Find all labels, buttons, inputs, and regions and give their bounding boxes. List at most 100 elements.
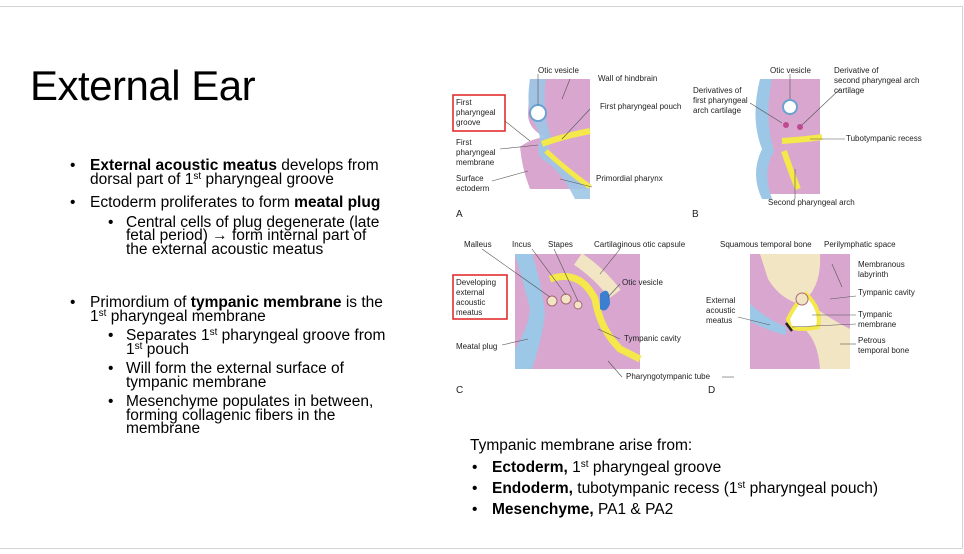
item-bold: Ectoderm, bbox=[492, 459, 568, 476]
panel-label-c: C bbox=[456, 385, 463, 396]
label-developing-2: external bbox=[456, 288, 485, 297]
label-external-meatus-1: External bbox=[706, 296, 736, 305]
label-surface-ectoderm-1: Surface bbox=[456, 174, 484, 183]
meatus-blue bbox=[750, 304, 786, 335]
panel-label-d: D bbox=[708, 385, 715, 396]
label-otic-vesicle-b: Otic vesicle bbox=[770, 66, 811, 75]
slide: External Ear External acoustic meatus de… bbox=[0, 6, 963, 549]
label-cartilaginous-capsule: Cartilaginous otic capsule bbox=[594, 240, 686, 249]
panel-c: Malleus Incus Stapes Cartilaginous otic … bbox=[452, 240, 734, 396]
sub-bullet-text: pouch bbox=[142, 340, 189, 358]
superscript: st bbox=[98, 307, 107, 319]
label-first-membrane-1: First bbox=[456, 138, 472, 147]
bullet-text: is the 1 bbox=[90, 294, 383, 325]
label-developing-4: meatus bbox=[456, 308, 482, 317]
embryology-figure: Otic vesicle Wall of hindbrain First pha… bbox=[450, 59, 935, 404]
bullet-text: Primordium of bbox=[90, 294, 191, 311]
label-deriv-second-3: cartilage bbox=[834, 86, 865, 95]
label-first-groove-1: First bbox=[456, 98, 472, 107]
arch-cartilage-dot bbox=[783, 122, 789, 128]
bullet-text: Ectoderm proliferates to form bbox=[90, 194, 295, 211]
leader-line bbox=[737, 316, 771, 326]
sub-bullet: Mesenchyme populates in between, forming… bbox=[108, 393, 390, 437]
sub-bullet-text: Central cells of plug degenerate (late f… bbox=[126, 213, 380, 258]
panel-label-a: A bbox=[456, 209, 463, 220]
label-first-pouch: First pharyngeal pouch bbox=[600, 102, 681, 111]
tympanic-membrane-shape bbox=[785, 322, 793, 332]
label-petrous-1: Petrous bbox=[858, 336, 886, 345]
tympanic-item-mesenchyme: Mesenchyme, PA1 & PA2 bbox=[470, 499, 940, 520]
label-petrous-2: temporal bone bbox=[858, 346, 910, 355]
item-text: pharyngeal pouch) bbox=[745, 480, 878, 497]
label-surface-ectoderm-2: ectoderm bbox=[456, 184, 490, 193]
item-bold: Mesenchyme, bbox=[492, 501, 594, 518]
bullet-text: pharyngeal groove bbox=[201, 170, 334, 188]
label-membranous-labyrinth-2: labyrinth bbox=[858, 270, 888, 279]
otic-capsule bbox=[573, 253, 621, 299]
label-external-meatus-3: meatus bbox=[706, 316, 732, 325]
label-second-arch: Second pharyngeal arch bbox=[768, 198, 855, 207]
label-first-groove-2: pharyngeal bbox=[456, 108, 496, 117]
tympanic-item-endoderm: Endoderm, tubotympanic recess (1st phary… bbox=[470, 478, 940, 499]
endoderm-yellow bbox=[781, 150, 801, 191]
leader-line bbox=[749, 102, 783, 124]
tympanic-cavity-shape bbox=[785, 291, 821, 331]
label-first-membrane-3: membrane bbox=[456, 158, 495, 167]
leader-line bbox=[831, 263, 843, 288]
leader-line bbox=[791, 323, 857, 328]
sub-bullet-text: pharyngeal groove from 1 bbox=[126, 327, 386, 358]
bullet-list: External acoustic meatus develops from d… bbox=[70, 158, 390, 446]
leader-line bbox=[491, 170, 529, 182]
label-pharyngotympanic-tube: Pharyngotympanic tube bbox=[626, 372, 711, 381]
tympanic-origin-box: Tympanic membrane arise from: Ectoderm, … bbox=[470, 437, 940, 520]
label-first-groove-3: groove bbox=[456, 118, 481, 127]
leader-line bbox=[561, 108, 591, 140]
label-malleus: Malleus bbox=[464, 240, 492, 249]
bullet-text: pharyngeal membrane bbox=[106, 307, 266, 325]
tympanic-heading: Tympanic membrane arise from: bbox=[470, 437, 693, 454]
label-developing-3: acoustic bbox=[456, 298, 485, 307]
sub-bullet-text: Mesenchyme populates in between, forming… bbox=[126, 393, 374, 437]
label-primordial-pharynx: Primordial pharynx bbox=[596, 174, 663, 183]
endoderm-yellow bbox=[548, 273, 642, 363]
label-deriv-first-3: arch cartilage bbox=[693, 106, 742, 115]
highlight-box bbox=[452, 94, 506, 132]
superscript: st bbox=[580, 459, 589, 470]
stapes-shape bbox=[573, 300, 583, 310]
tympanic-item-ectoderm: Ectoderm, 1st pharyngeal groove bbox=[470, 457, 940, 478]
otic-vesicle-shape bbox=[782, 99, 798, 115]
label-deriv-second-1: Derivative of bbox=[834, 66, 879, 75]
sub-bullet: Central cells of plug degenerate (late f… bbox=[108, 213, 390, 258]
leader-line bbox=[599, 248, 621, 275]
panel-label-b: B bbox=[692, 209, 699, 220]
endoderm-yellow bbox=[781, 134, 823, 144]
label-deriv-first-2: first pharyngeal bbox=[693, 96, 748, 105]
label-wall-hindbrain: Wall of hindbrain bbox=[598, 74, 657, 83]
item-text: PA1 & PA2 bbox=[593, 501, 674, 518]
panel-b: Otic vesicle Derivative of second pharyn… bbox=[692, 66, 922, 220]
superscript: st bbox=[193, 170, 202, 182]
superscript: st bbox=[737, 480, 746, 491]
highlight-box bbox=[452, 274, 508, 320]
label-meatal-plug: Meatal plug bbox=[456, 342, 497, 351]
label-deriv-second-2: second pharyngeal arch bbox=[834, 76, 919, 85]
leader-line bbox=[499, 144, 539, 150]
label-incus: Incus bbox=[512, 240, 531, 249]
label-tympanic-membrane-2: membrane bbox=[858, 320, 897, 329]
bullet-external-acoustic-meatus: External acoustic meatus develops from d… bbox=[70, 158, 390, 188]
label-otic-vesicle-c: Otic vesicle bbox=[622, 278, 663, 287]
leader-line bbox=[597, 328, 621, 340]
panel-a: Otic vesicle Wall of hindbrain First pha… bbox=[452, 66, 681, 220]
bullet-bold: tympanic membrane bbox=[190, 294, 342, 311]
label-tympanic-membrane-1: Tympanic bbox=[858, 310, 892, 319]
leader-line bbox=[607, 360, 623, 378]
otic-vesicle-c-shape bbox=[600, 290, 610, 311]
item-text: 1 bbox=[567, 459, 581, 476]
bullet-bold: meatal plug bbox=[294, 194, 381, 211]
tissue-pink bbox=[760, 79, 820, 194]
sub-bullet-text: Will form the external surface of tympan… bbox=[126, 360, 344, 391]
figure-svg: Otic vesicle Wall of hindbrain First pha… bbox=[452, 66, 922, 396]
leader-line bbox=[559, 178, 593, 188]
label-tympanic-cavity-c: Tympanic cavity bbox=[624, 334, 681, 343]
label-membranous-labyrinth-1: Membranous bbox=[858, 260, 905, 269]
